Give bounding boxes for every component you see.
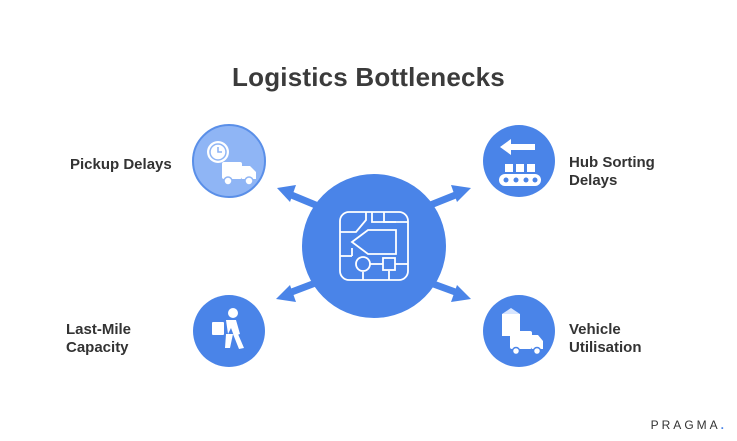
arrows <box>276 185 471 302</box>
brand-name: PRAGMA <box>650 418 721 432</box>
label-hub-sorting-delays: Hub Sorting Delays <box>569 154 655 190</box>
delivery-person-icon <box>212 308 244 349</box>
node-pickup-delays <box>192 124 266 198</box>
label-line: Delays <box>569 172 618 189</box>
node-hub-sorting-delays <box>483 125 555 197</box>
node-vehicle-utilisation <box>483 295 555 367</box>
label-vehicle-utilisation: Vehicle Utilisation <box>569 321 642 357</box>
label-line: Capacity <box>66 339 129 356</box>
label-line: Last-Mile <box>66 321 132 338</box>
brand-dot: . <box>720 418 727 432</box>
label-last-mile-capacity: Last-Mile Capacity <box>66 321 131 357</box>
package-van-icon <box>502 308 543 356</box>
brand-logo: PRAGMA. <box>651 418 727 432</box>
label-line: Vehicle <box>569 321 621 338</box>
label-pickup-delays: Pickup Delays <box>70 156 172 174</box>
label-line: Hub Sorting <box>569 154 655 171</box>
node-last-mile-capacity <box>193 295 265 367</box>
arrow-hub <box>424 185 471 210</box>
diagram-title: Logistics Bottlenecks <box>232 62 505 92</box>
arrow-pickup <box>277 185 322 210</box>
label-line: Pickup Delays <box>70 156 172 173</box>
label-line: Utilisation <box>569 339 642 356</box>
circuit-chip-icon <box>339 211 409 281</box>
conveyor-sorting-icon <box>499 139 541 186</box>
center-hub <box>302 174 446 318</box>
clock-truck-icon <box>207 141 256 186</box>
arrow-lastmile <box>276 278 322 302</box>
